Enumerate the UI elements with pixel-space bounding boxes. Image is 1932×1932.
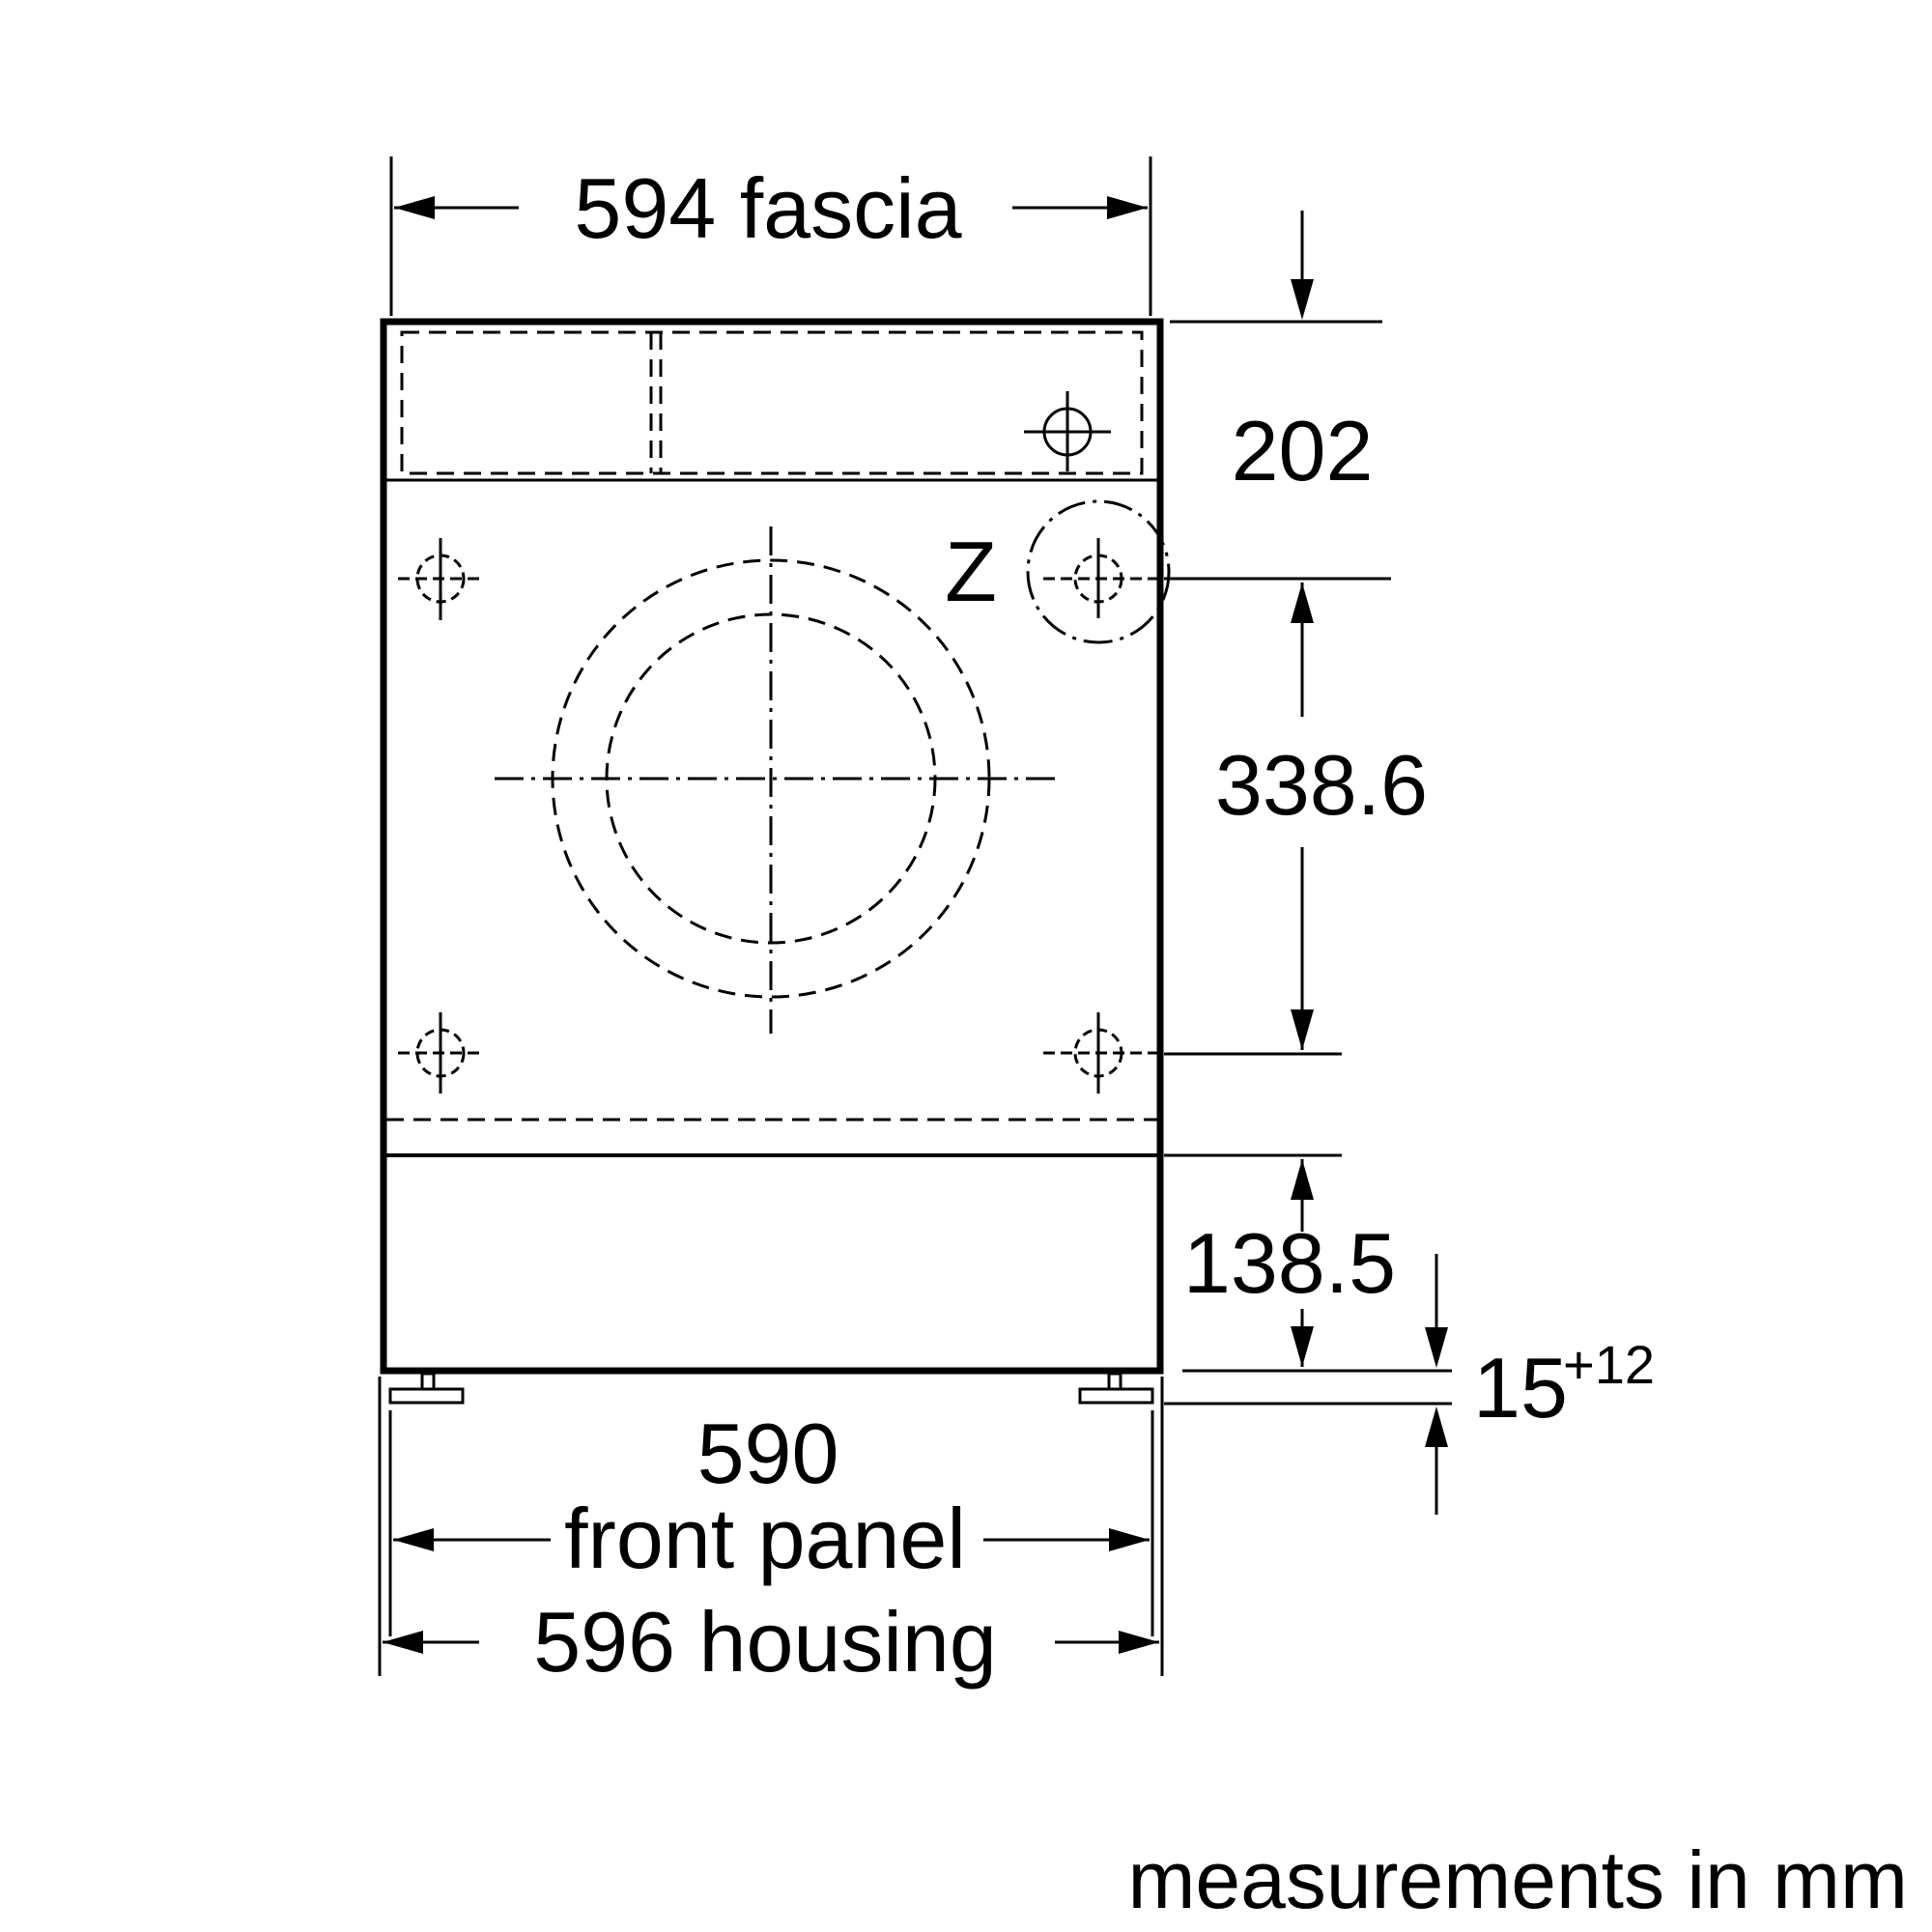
front-panel-width-label: front panel — [564, 1491, 966, 1586]
door-axis-arrow-top — [1291, 582, 1314, 623]
fascia-width-label: 594 fascia — [574, 160, 961, 256]
right-foot — [1078, 1372, 1154, 1405]
fascia-arrow-left — [394, 196, 435, 219]
mounting-hole-upper-left — [398, 538, 483, 620]
front-panel-width-value: 590 — [697, 1406, 839, 1501]
detail-z-circle — [1026, 499, 1171, 644]
fascia-arrow-right — [1107, 196, 1148, 219]
door-axis-arrow-bottom — [1291, 1009, 1314, 1050]
appliance-outline — [380, 318, 1164, 1375]
top-dim-arrow — [1291, 279, 1314, 320]
gap-arrow-top — [1425, 1327, 1448, 1368]
mounting-hole-upper-right — [1043, 538, 1159, 618]
door-axis-height-label: 338.6 — [1215, 737, 1428, 833]
units-note: measurements in mm — [1127, 1834, 1908, 1925]
housing-width-label: 596 housing — [533, 1594, 997, 1690]
housing-arrow-right — [1119, 1631, 1159, 1654]
plinth-arrow-top — [1291, 1159, 1314, 1200]
front-panel-arrow-left — [393, 1528, 434, 1551]
plinth-height-label: 138.5 — [1183, 1215, 1396, 1311]
housing-arrow-left — [383, 1631, 423, 1654]
mounting-hole-lower-right — [1043, 1012, 1159, 1094]
gap-arrow-bottom — [1425, 1406, 1448, 1447]
control-panel-outline — [400, 330, 1144, 475]
detail-z-label: Z — [945, 524, 997, 619]
top-height-label: 202 — [1232, 403, 1374, 498]
left-foot — [388, 1372, 465, 1405]
gap-tolerance-label: +12 — [1563, 1334, 1655, 1395]
front-panel-arrow-right — [1109, 1528, 1150, 1551]
mounting-hole-top-right — [1024, 391, 1111, 471]
plinth-arrow-bottom — [1291, 1326, 1314, 1367]
gap-value-label: 15 — [1473, 1340, 1568, 1435]
mounting-hole-lower-left — [398, 1012, 483, 1094]
